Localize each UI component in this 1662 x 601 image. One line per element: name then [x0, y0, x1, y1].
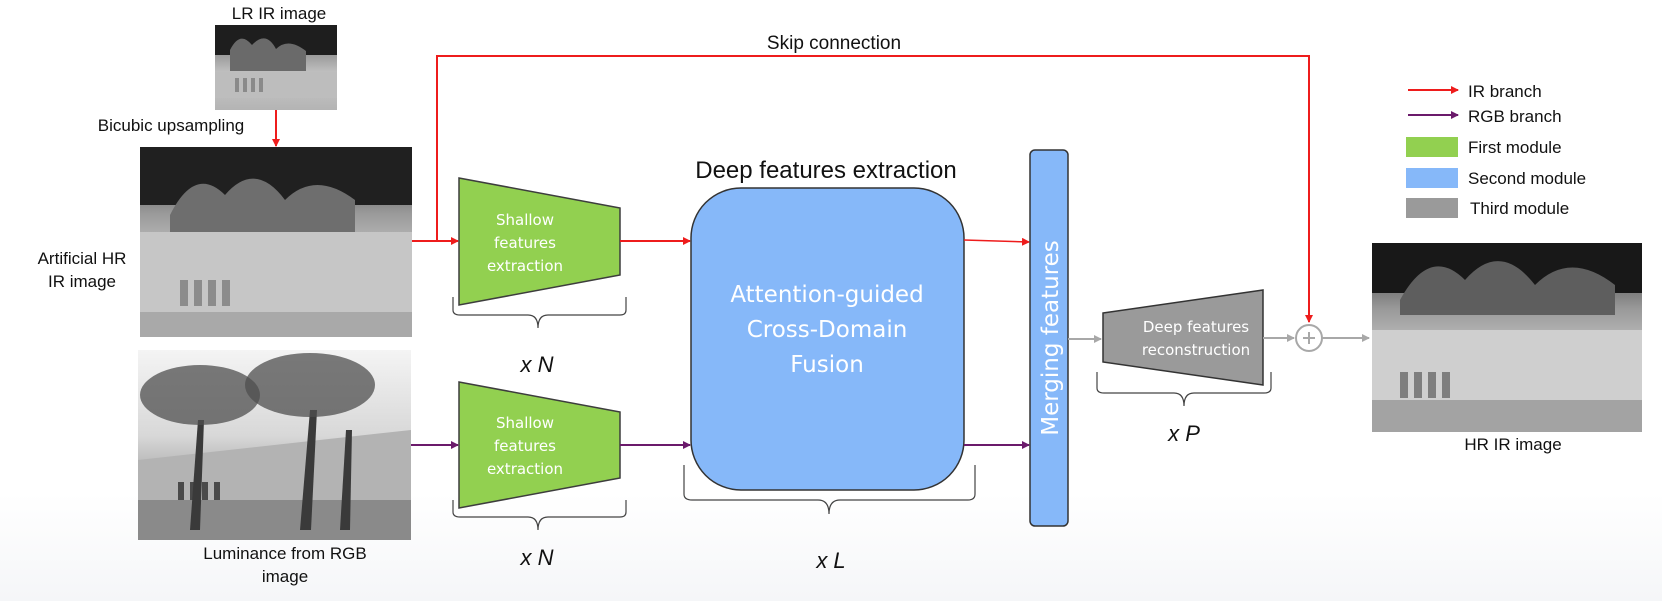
shallow-bottom-line1: Shallow — [496, 414, 554, 432]
legend-third-swatch — [1406, 198, 1458, 218]
fusion-line3: Fusion — [790, 352, 864, 378]
luminance-label-line1: Luminance from RGB — [203, 544, 366, 563]
sum-icon — [1295, 324, 1323, 352]
hr-ir-output-label: HR IR image — [1464, 435, 1561, 454]
fusion-line1: Attention-guided — [730, 282, 923, 308]
hr-ir-output-thumbnail — [1372, 243, 1642, 432]
merging-label: Merging features — [1038, 240, 1064, 436]
shallow-extraction-top — [458, 177, 621, 306]
fusion-brace — [683, 465, 976, 515]
reconstruction-line2: reconstruction — [1142, 341, 1250, 359]
shallow-bottom-brace — [452, 500, 627, 531]
reconstruction-repeat: x P — [1167, 421, 1200, 446]
artificial-hr-ir-thumbnail — [140, 147, 412, 337]
shallow-top-repeat: x N — [520, 352, 554, 377]
luminance-thumbnail — [138, 350, 411, 540]
shallow-extraction-bottom — [458, 381, 621, 509]
legend-second-swatch — [1406, 168, 1458, 188]
shallow-top-line3: extraction — [487, 257, 563, 275]
legend-rgb-label: RGB branch — [1468, 107, 1562, 126]
fusion-repeat: x L — [815, 548, 845, 573]
fusion-block — [690, 187, 965, 491]
luminance-label-line2: image — [262, 567, 308, 586]
reconstruction-brace — [1096, 372, 1272, 407]
bicubic-upsampling-label: Bicubic upsampling — [98, 116, 244, 135]
reconstruction-line1: Deep features — [1143, 318, 1249, 336]
legend-first-swatch — [1406, 137, 1458, 157]
shallow-top-line2: features — [494, 234, 556, 252]
shallow-bottom-line3: extraction — [487, 460, 563, 478]
deep-features-heading: Deep features extraction — [695, 157, 956, 184]
artificial-hr-label-line2: IR image — [48, 272, 116, 291]
legend-second-label: Second module — [1468, 169, 1586, 188]
lr-ir-label: LR IR image — [232, 4, 326, 23]
shallow-top-line1: Shallow — [496, 211, 554, 229]
lr-ir-thumbnail — [215, 25, 337, 110]
shallow-bottom-repeat: x N — [520, 545, 554, 570]
shallow-bottom-line2: features — [494, 437, 556, 455]
shallow-top-brace — [452, 297, 627, 329]
ir-to-merge-arrow — [963, 237, 1030, 246]
skip-connection-label: Skip connection — [767, 33, 901, 54]
legend: IR branch RGB branch First module Second… — [1406, 82, 1586, 218]
legend-third-label: Third module — [1470, 199, 1569, 218]
reconstruction-block — [1102, 289, 1264, 386]
artificial-hr-label-line1: Artificial HR — [38, 249, 127, 268]
legend-ir-label: IR branch — [1468, 82, 1542, 101]
fusion-line2: Cross-Domain — [747, 317, 908, 343]
legend-first-label: First module — [1468, 138, 1562, 157]
